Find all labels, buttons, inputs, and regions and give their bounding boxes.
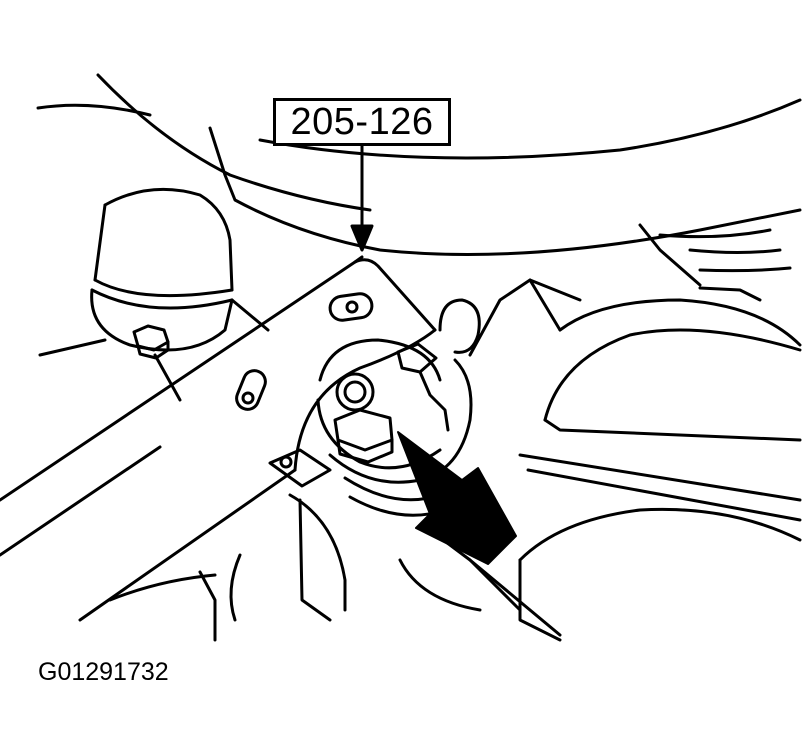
figure-id: G01291732 [38, 658, 169, 686]
callout-leader [350, 144, 374, 252]
engine-mount [38, 187, 270, 402]
lower-housing [108, 278, 802, 642]
upper-housing [36, 73, 802, 302]
special-tool [0, 255, 481, 622]
indicator-arrow [397, 431, 517, 565]
mount-bolt [132, 324, 170, 360]
tool-number-callout: 205-126 [273, 98, 451, 146]
tool-number-label: 205-126 [290, 100, 434, 143]
